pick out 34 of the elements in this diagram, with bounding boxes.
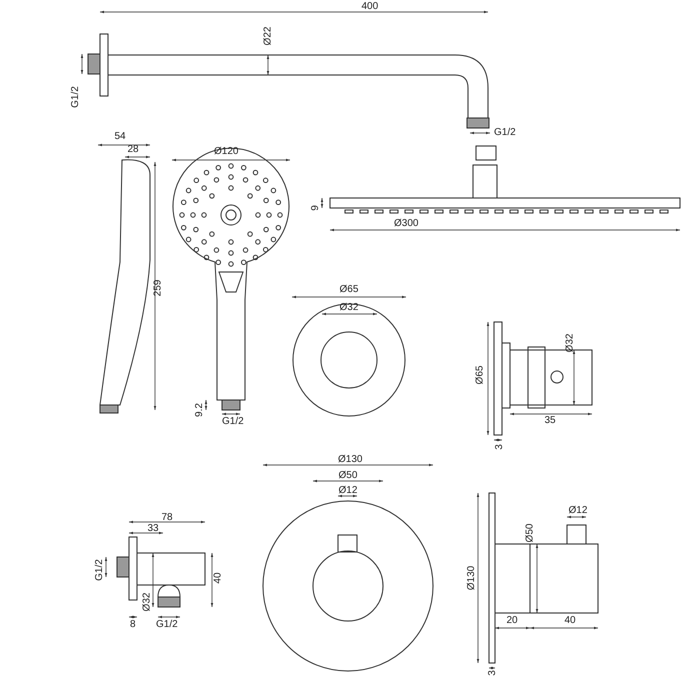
dimension-label: 28 bbox=[128, 145, 139, 155]
dimension-label: G1/2 bbox=[156, 620, 178, 630]
dimension-label: Ø32 bbox=[564, 334, 575, 352]
dimension-label: Ø130 bbox=[338, 455, 362, 465]
dimension-label: 3 bbox=[488, 670, 498, 676]
dimension-label: G1/2 bbox=[94, 559, 105, 581]
dimension-label: Ø300 bbox=[394, 219, 418, 229]
dimension-label: 40 bbox=[213, 572, 224, 584]
dimension-label: G1/2 bbox=[494, 128, 516, 138]
dimension-label: Ø22 bbox=[262, 26, 273, 46]
dimension-label: 9.2 bbox=[194, 403, 205, 417]
dimension-label: 40 bbox=[564, 616, 576, 626]
dimension-label: 8 bbox=[130, 620, 136, 630]
dimension-label: Ø130 bbox=[467, 566, 478, 590]
dimension-label: 3 bbox=[494, 444, 505, 450]
dimension-label: Ø50 bbox=[524, 524, 535, 542]
dimension-label: 259 bbox=[152, 280, 163, 296]
dimension-label: Ø32 bbox=[142, 592, 152, 612]
dimension-label: 54 bbox=[114, 132, 126, 142]
dimension-label: 9 bbox=[310, 205, 321, 211]
dimension-label: G1/2 bbox=[222, 417, 244, 427]
dimension-label: 33 bbox=[148, 524, 159, 534]
dimension-label: 400 bbox=[362, 2, 378, 12]
dimension-label: Ø12 bbox=[568, 506, 588, 516]
dimension-label: Ø65 bbox=[474, 366, 485, 384]
dimension-label: Ø32 bbox=[340, 303, 358, 313]
dimension-label: G1/2 bbox=[70, 86, 81, 108]
dimension-label: Ø65 bbox=[340, 285, 358, 295]
dimension-label: 35 bbox=[544, 416, 556, 426]
dimension-label: Ø50 bbox=[338, 471, 358, 481]
dimension-label: Ø120 bbox=[214, 147, 238, 157]
dimension-label: 20 bbox=[506, 616, 518, 626]
dimension-label: Ø12 bbox=[338, 486, 358, 496]
dimension-label: 78 bbox=[162, 513, 173, 523]
